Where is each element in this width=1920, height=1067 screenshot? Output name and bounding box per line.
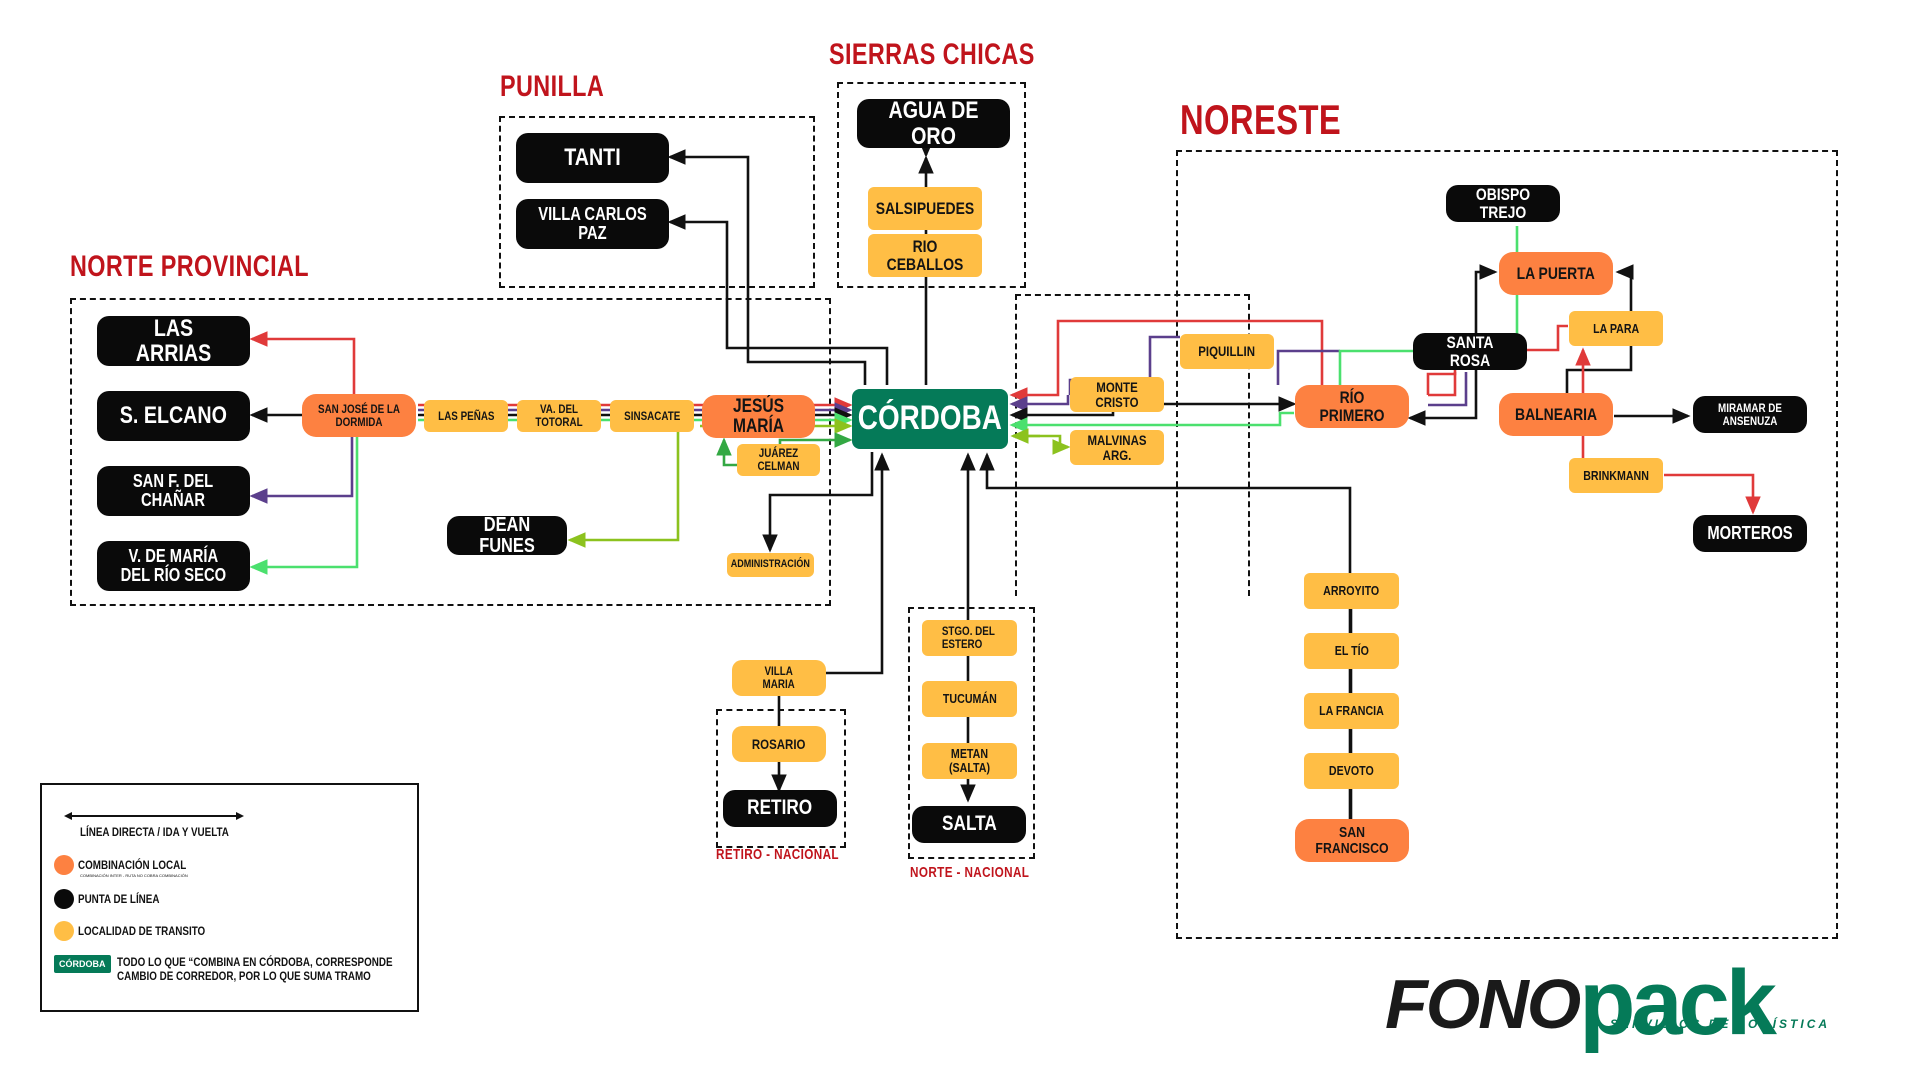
node-administracion[interactable]: ADMINISTRACIÓN [727, 553, 814, 577]
node-salta[interactable]: SALTA [912, 806, 1026, 843]
node-devoto[interactable]: DEVOTO [1304, 753, 1399, 789]
region-norte-nacional-box [908, 607, 1035, 859]
node-la-para[interactable]: LA PARA [1569, 311, 1663, 346]
region-norte-provincial-box [70, 298, 831, 606]
node-morteros[interactable]: MORTEROS [1693, 515, 1807, 552]
route-line [1013, 434, 1071, 455]
node-la-puerta[interactable]: LA PUERTA [1499, 252, 1613, 295]
route-line [1009, 395, 1070, 412]
node-stgo-del-estero[interactable]: STGO. DEL ESTERO [922, 620, 1017, 656]
node-santa-rosa[interactable]: SANTA ROSA [1413, 333, 1527, 370]
combination-dot-icon [54, 855, 74, 875]
legend-transit-label: LOCALIDAD DE TRANSITO [78, 924, 206, 938]
legend: LÍNEA DIRECTA / IDA Y VUELTA COMBINACIÓN… [40, 783, 419, 1012]
node-agua-de-oro[interactable]: AGUA DE ORO [857, 98, 1010, 149]
route-line [249, 331, 356, 398]
node-rio-ceballos[interactable]: RIO CEBALLOS [868, 234, 982, 277]
node-retiro[interactable]: RETIRO [723, 790, 837, 827]
route-line [667, 214, 889, 385]
node-monte-cristo[interactable]: MONTE CRISTO [1070, 377, 1164, 412]
node-las-penas[interactable]: LAS PEÑAS [424, 400, 508, 432]
legend-hub-note-line2: CAMBIO DE CORREDOR, POR LO QUE SUMA TRAM… [116, 969, 371, 983]
node-las-arrias[interactable]: LAS ARRIAS [97, 316, 250, 366]
node-el-tio[interactable]: EL TÍO [1304, 633, 1399, 669]
route-line [716, 437, 738, 467]
node-jesus-maria[interactable]: JESÚS MARÍA [702, 395, 815, 438]
legend-direct-line-label: LÍNEA DIRECTA / IDA Y VUELTA [80, 825, 229, 839]
node-s-elcano[interactable]: S. ELCANO [97, 391, 250, 441]
node-sinsacate[interactable]: SINSACATE [610, 400, 694, 432]
route-line [1426, 370, 1457, 395]
legend-local-combination-note: COMBINACIÓN INTER - RUTA NO COBRA COMBIN… [80, 873, 188, 878]
node-miramar-de-ansenuza[interactable]: MIRAMAR DE ANSENUZA [1693, 396, 1807, 433]
node-tucuman[interactable]: TUCUMÁN [922, 681, 1017, 717]
node-malvinas-arg[interactable]: MALVINAS ARG. [1070, 430, 1164, 465]
transit-dot-icon [54, 921, 74, 941]
region-noreste-box [1176, 150, 1838, 939]
route-line [567, 432, 680, 548]
node-metan-salta[interactable]: METAN (SALTA) [922, 743, 1017, 779]
route-line [1428, 372, 1457, 397]
route-line [1338, 349, 1415, 385]
logo-tagline: SERVICIOS DE LOGÍSTICA [1610, 1017, 1831, 1031]
node-balnearia[interactable]: BALNEARIA [1499, 393, 1613, 436]
route-line [1474, 264, 1498, 336]
node-tanti[interactable]: TANTI [516, 133, 669, 183]
node-villa-carlos-paz[interactable]: VILLA CARLOS PAZ [516, 199, 669, 249]
double-arrow-icon [64, 812, 244, 820]
region-punilla-box [499, 116, 815, 288]
node-v-de-maria-del-rio-seco[interactable]: V. DE MARÍA DEL RÍO SECO [97, 541, 250, 591]
node-san-f-del-chanar[interactable]: SAN F. DEL CHAÑAR [97, 466, 250, 516]
node-va-del-totoral[interactable]: VA. DEL TOTORAL [517, 400, 601, 432]
region-title-norte-nacional: NORTE - NACIONAL [910, 864, 1030, 881]
node-brinkmann[interactable]: BRINKMANN [1569, 458, 1663, 493]
region-title-sierras-chicas: SIERRAS CHICAS [829, 38, 1035, 71]
node-san-francisco[interactable]: SAN FRANCISCO [1295, 819, 1409, 862]
legend-hub-note-line1: TODO LO QUE “COMBINA EN CÓRDOBA, CORRESP… [116, 955, 393, 969]
node-arroyito[interactable]: ARROYITO [1304, 573, 1399, 609]
node-cordoba-hub[interactable]: CÓRDOBA [852, 389, 1008, 449]
route-line [1664, 473, 1761, 515]
route-line [667, 149, 867, 385]
region-central-box [1015, 294, 1250, 596]
route-line [1565, 264, 1634, 393]
region-title-punilla: PUNILLA [500, 70, 605, 103]
region-retiro-box [716, 709, 846, 848]
route-line [762, 452, 874, 553]
region-title-norte-provincial: NORTE PROVINCIAL [70, 250, 309, 283]
logo-wordmark-fono: FONO [1385, 965, 1581, 1043]
node-san-jose-de-la-dormida[interactable]: SAN JOSÉ DE LA DORMIDA [302, 394, 416, 437]
legend-line-end-label: PUNTA DE LÍNEA [78, 892, 160, 906]
legend-hub-badge: CÓRDOBA [54, 955, 111, 973]
node-salsipuedes[interactable]: SALSIPUEDES [868, 187, 982, 230]
route-line [979, 452, 1352, 820]
node-obispo-trejo[interactable]: OBISPO TREJO [1446, 185, 1560, 222]
node-rosario[interactable]: ROSARIO [732, 726, 826, 762]
region-title-retiro-nacional: RETIRO - NACIONAL [716, 846, 839, 863]
logo-wordmark-pack: pack [1579, 952, 1777, 1054]
legend-local-combination-label: COMBINACIÓN LOCAL [78, 858, 187, 872]
route-line [1009, 319, 1324, 403]
node-la-francia[interactable]: LA FRANCIA [1304, 693, 1399, 729]
line-end-dot-icon [54, 889, 74, 909]
node-piquillin[interactable]: PIQUILLIN [1180, 334, 1274, 369]
route-line [1407, 370, 1478, 426]
route-line [826, 452, 890, 675]
route-line [249, 437, 359, 575]
route-line [1428, 372, 1468, 407]
route-line [1527, 324, 1568, 352]
region-title-noreste: NORESTE [1180, 96, 1342, 143]
node-dean-funes[interactable]: DEAN FUNES [447, 514, 567, 556]
route-line [249, 437, 354, 504]
node-rio-primero[interactable]: RÍO PRIMERO [1295, 385, 1409, 428]
route-line [1009, 411, 1294, 433]
region-sierras-chicas-box [837, 82, 1026, 288]
fonopack-logo: FONOpack SERVICIOS DE LOGÍSTICA [1385, 945, 1827, 1054]
node-villa-maria[interactable]: VILLA MARIA [732, 660, 826, 696]
node-juarez-celman[interactable]: JUÁREZ CELMAN [737, 444, 820, 476]
